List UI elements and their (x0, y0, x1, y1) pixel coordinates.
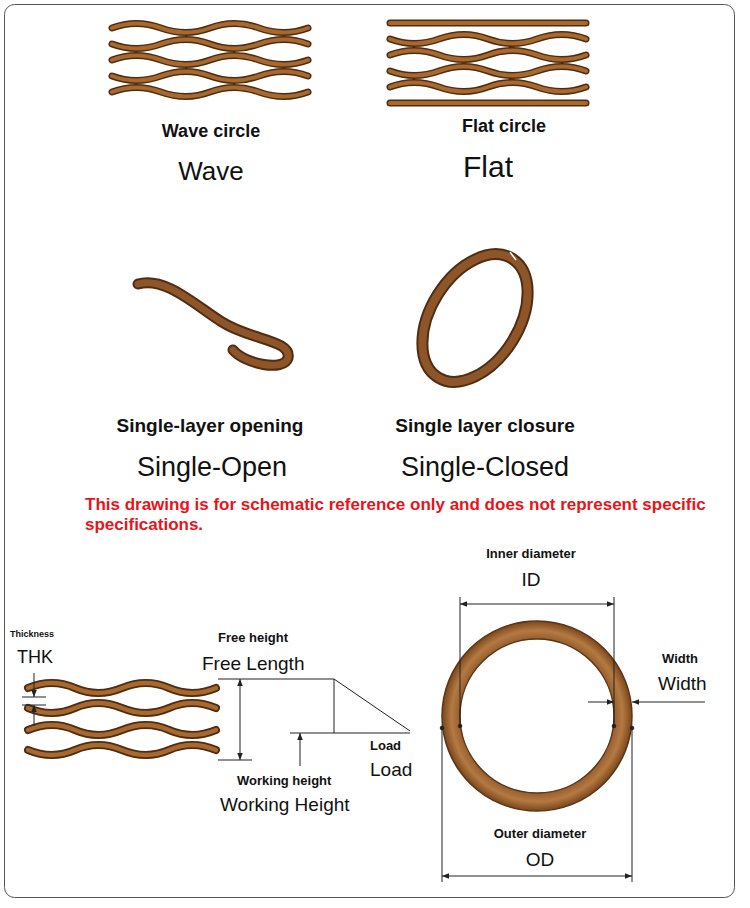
dimension-caption: Outer diameter (494, 827, 586, 842)
single-open-ring (138, 283, 288, 366)
dimension-lines (22, 673, 410, 766)
dimension-caption: Load (370, 739, 401, 754)
flat-wave-spring (390, 23, 586, 103)
ring-dimension-lines (440, 597, 705, 882)
wave-spring-dimensioned (28, 683, 216, 755)
caption-cn: Single layer closure (395, 415, 575, 437)
caption-cn: Flat circle (462, 116, 546, 137)
dimension-label: ID (522, 569, 541, 591)
caption-cn: Single-layer opening (117, 415, 304, 437)
ring-top-view (442, 621, 632, 811)
dimension-label: OD (526, 849, 555, 871)
dimension-caption: Free height (218, 631, 288, 646)
type-name: Wave (178, 157, 244, 187)
type-name: Single-Open (137, 452, 287, 483)
type-name: Single-Closed (401, 452, 569, 483)
dimension-label: Load (370, 759, 412, 781)
note: This drawing is for schematic reference … (85, 495, 725, 534)
dimension-label: THK (17, 647, 53, 668)
dimension-label: Free Length (202, 653, 304, 675)
dimension-caption: Width (662, 652, 698, 667)
type-name: Flat (463, 150, 513, 185)
dimension-label: Width (658, 673, 707, 695)
caption-cn: Wave circle (162, 121, 260, 142)
dimension-caption: Working height (237, 774, 331, 789)
frame (5, 5, 735, 898)
dimension-caption: Inner diameter (486, 547, 576, 562)
dimension-caption: Thickness (10, 629, 54, 639)
wave-spring (112, 24, 308, 97)
dimension-label: Working Height (220, 794, 350, 816)
single-closed-ring (401, 235, 550, 400)
